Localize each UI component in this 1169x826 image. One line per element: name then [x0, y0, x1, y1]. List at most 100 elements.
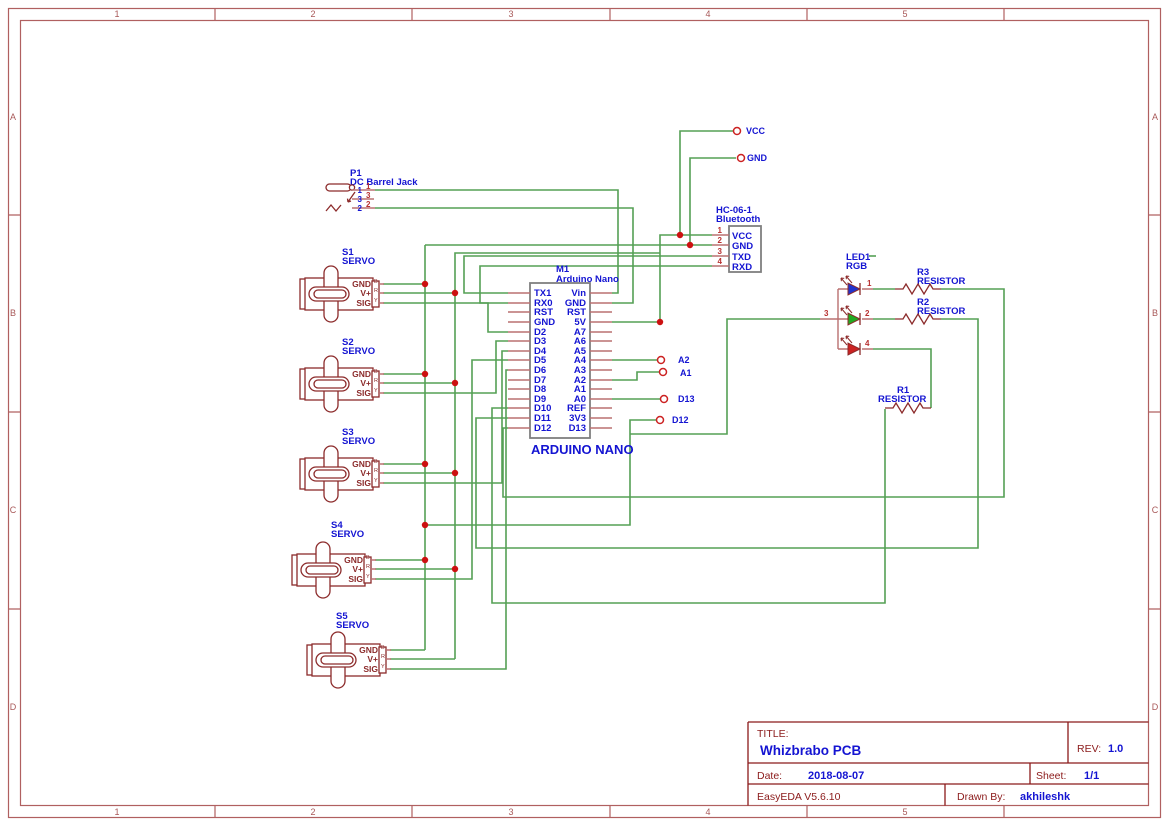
s4-value: SERVO	[331, 529, 364, 540]
component-servo-s5[interactable]: S5 SERVO	[306, 611, 392, 689]
p1-pin-3: 3	[358, 195, 363, 204]
p1-ref: P1	[350, 168, 362, 179]
s3-ref: S3	[342, 427, 354, 438]
sheet-frame: 1 2 3 4 5 1 2 3 4 5 A B C D A B C D	[7, 7, 1162, 819]
title-value: Whizbrabo PCB	[760, 743, 861, 758]
title-block-lines	[747, 721, 1149, 806]
junction-dot	[451, 565, 459, 573]
net-label-d12: D12	[672, 415, 689, 425]
net-flag-gnd[interactable]: GND	[736, 153, 768, 163]
led-value: RGB	[846, 261, 867, 272]
component-p1-dc-barrel-jack[interactable]: P1 DC Barrel Jack 1 3 2 1 3 2	[325, 168, 418, 213]
component-resistor-r1[interactable]: R1 RESISTOR	[878, 385, 931, 415]
ruler-row-a-right: A	[1152, 112, 1158, 122]
net-flag-a1[interactable]: A1	[658, 367, 692, 378]
m1-pin-5v: 5V	[574, 317, 586, 328]
barrel-jack-arrow	[346, 191, 356, 203]
m1-pin-d6: D6	[534, 365, 546, 376]
m1-pin-a2: A2	[574, 375, 586, 386]
net-flag-d13[interactable]: D13	[659, 394, 695, 404]
ruler-col-1-bottom: 1	[114, 807, 119, 817]
m1-pin-d9: D9	[534, 394, 546, 405]
junction-dot	[451, 379, 459, 387]
p1-pad-2: 2	[366, 200, 371, 209]
m1-pin-rst-r: RST	[567, 307, 586, 318]
wire-segment	[502, 288, 1005, 498]
led-ref: LED1	[846, 252, 871, 263]
ruler-row-c-left: C	[10, 505, 17, 515]
barrel-jack-switch	[325, 203, 342, 213]
m1-pin-a1: A1	[574, 384, 587, 395]
wire-segment	[383, 350, 508, 484]
component-bluetooth-hc06[interactable]: HC-06-1 Bluetooth 1 2 3 4 VCC GND TXD RX…	[712, 205, 762, 273]
arduino-left-pin-stubs	[508, 292, 530, 429]
net-flag-d12[interactable]: D12	[655, 415, 689, 425]
r1-zigzag	[885, 401, 931, 415]
p1-pad-3: 3	[366, 191, 371, 200]
component-resistor-r3[interactable]: R3 RESISTOR	[895, 267, 966, 296]
wire-segment	[454, 252, 660, 659]
wire-segment	[475, 318, 979, 549]
bt-pin-num-1: 1	[718, 226, 723, 235]
component-servo-s2[interactable]: S2 SERVO	[299, 337, 385, 413]
bt-value: Bluetooth	[716, 214, 761, 225]
component-m1-arduino-nano[interactable]: M1 Arduino Nano TX1 RX0 RST GND D2 D3 D4…	[508, 264, 634, 457]
component-servo-s3[interactable]: S3 SERVO	[299, 427, 385, 503]
wire-segment	[612, 371, 659, 381]
frame-outer	[7, 7, 1162, 819]
led-green-triangle	[847, 312, 862, 326]
wire-segment	[375, 359, 508, 580]
arduino-body	[529, 282, 591, 439]
junction-dot	[686, 241, 694, 249]
net-flag-a2[interactable]: A2	[656, 355, 690, 365]
s1-ref: S1	[342, 247, 354, 258]
s4-ref: S4	[331, 520, 343, 531]
net-flag-circle	[736, 153, 746, 163]
led-pin-num-3: 3	[824, 309, 829, 318]
m1-pin-d8: D8	[534, 384, 546, 395]
m1-pin-ref: REF	[567, 403, 586, 414]
m1-pin-a6: A6	[574, 336, 586, 347]
component-led1-rgb[interactable]: LED1 RGB 1 2 3 4	[820, 252, 873, 356]
wires	[375, 130, 1005, 670]
m1-pin-d11: D11	[534, 413, 552, 424]
ruler-row-d-left: D	[10, 702, 17, 712]
m1-pin-d3: D3	[534, 336, 546, 347]
p1-value: DC Barrel Jack	[350, 177, 418, 188]
wire-segment	[630, 318, 820, 435]
junction-dot	[451, 289, 459, 297]
m1-pin-d2: D2	[534, 327, 546, 338]
wire-segment	[383, 340, 508, 394]
net-label-a2: A2	[678, 355, 690, 365]
net-flag-circle	[732, 126, 742, 136]
barrel-jack-body	[325, 183, 352, 192]
component-servo-s1[interactable]: S1 SERVO	[299, 247, 385, 323]
led-red-triangle	[847, 342, 862, 356]
ruler-row-b-left: B	[10, 308, 16, 318]
m1-pin-gnd-r: GND	[565, 298, 586, 309]
junction-dot	[676, 231, 684, 239]
p1-pin-1: 1	[358, 186, 363, 195]
bt-pin-num-3: 3	[718, 247, 723, 256]
m1-pin-tx1: TX1	[534, 288, 552, 299]
m1-pin-d4: D4	[534, 346, 547, 357]
p1-pin-2: 2	[358, 204, 363, 213]
wire-segment	[491, 407, 886, 604]
component-resistor-r2[interactable]: R2 RESISTOR	[895, 297, 966, 326]
r2-value: RESISTOR	[917, 306, 966, 317]
ruler-col-3-bottom: 3	[508, 807, 513, 817]
s2-value: SERVO	[342, 346, 375, 357]
sheet-label: Sheet:	[1036, 770, 1066, 782]
net-flag-vcc[interactable]: VCC	[732, 126, 766, 136]
m1-pin-d13: D13	[569, 423, 586, 434]
rev-value: 1.0	[1108, 743, 1123, 755]
net-flag-circle	[655, 415, 665, 425]
ruler-row-b-right: B	[1152, 308, 1158, 318]
wire-segment	[425, 419, 656, 526]
m1-pin-a5: A5	[574, 346, 587, 357]
ruler-col-5-top: 5	[902, 9, 907, 19]
frame-ticks	[8, 8, 1161, 818]
s5-ref: S5	[336, 611, 348, 622]
component-servo-s4[interactable]: S4 SERVO	[291, 520, 377, 599]
